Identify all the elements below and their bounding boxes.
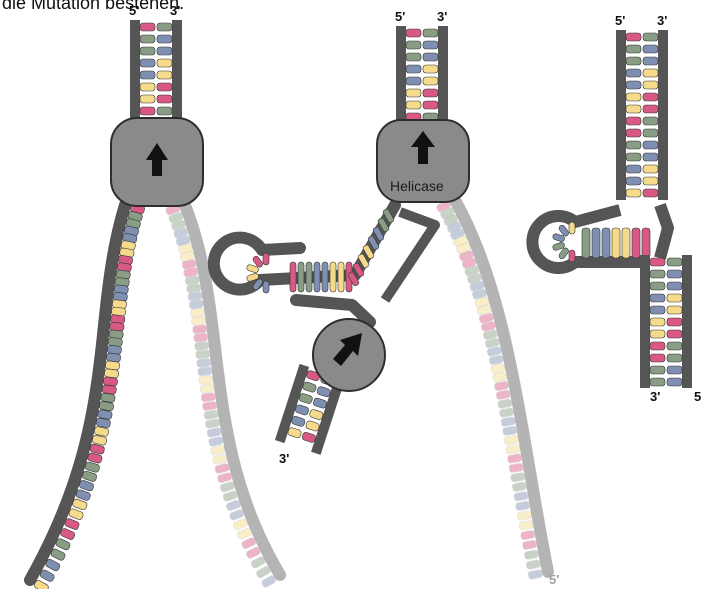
- caption-text: die Mutation bestehen.: [2, 0, 184, 13]
- helicase-label: Helicase: [390, 178, 444, 194]
- panel-1-enzyme: [111, 118, 203, 206]
- panel-1: 5' 3': [30, 3, 280, 589]
- panel-2-label-lower-3prime: 3': [279, 451, 289, 466]
- panel-2-top-duplex: [396, 26, 448, 125]
- panel-3: 5' 3' 3' 5: [532, 13, 701, 404]
- panel-2-label-5prime: 5': [395, 9, 405, 24]
- panel-3-label-5prime: 5': [615, 13, 625, 28]
- panel-2: Helicase 5' 3' 3' 5': [214, 9, 559, 587]
- helicase: Helicase: [377, 120, 469, 202]
- panel-3-label-bottom-5: 5: [694, 389, 701, 404]
- panel-1-top-duplex: [130, 20, 182, 125]
- panel-2-label-faded-5prime: 5': [549, 572, 559, 587]
- panel-3-label-bottom-3prime: 3': [650, 389, 660, 404]
- panel-3-lower-duplex: [640, 255, 692, 388]
- panel-3-top-duplex: [616, 30, 668, 200]
- panel-1-left-strand: [30, 203, 145, 589]
- panel-2-label-3prime: 3': [437, 9, 447, 24]
- panel-1-label-3prime: 3': [170, 3, 180, 18]
- polymerase: [313, 319, 385, 391]
- panel-1-label-5prime: 5': [129, 3, 139, 18]
- panel-2-hairpin-arm: [214, 205, 435, 322]
- panel-3-label-3prime: 3': [657, 13, 667, 28]
